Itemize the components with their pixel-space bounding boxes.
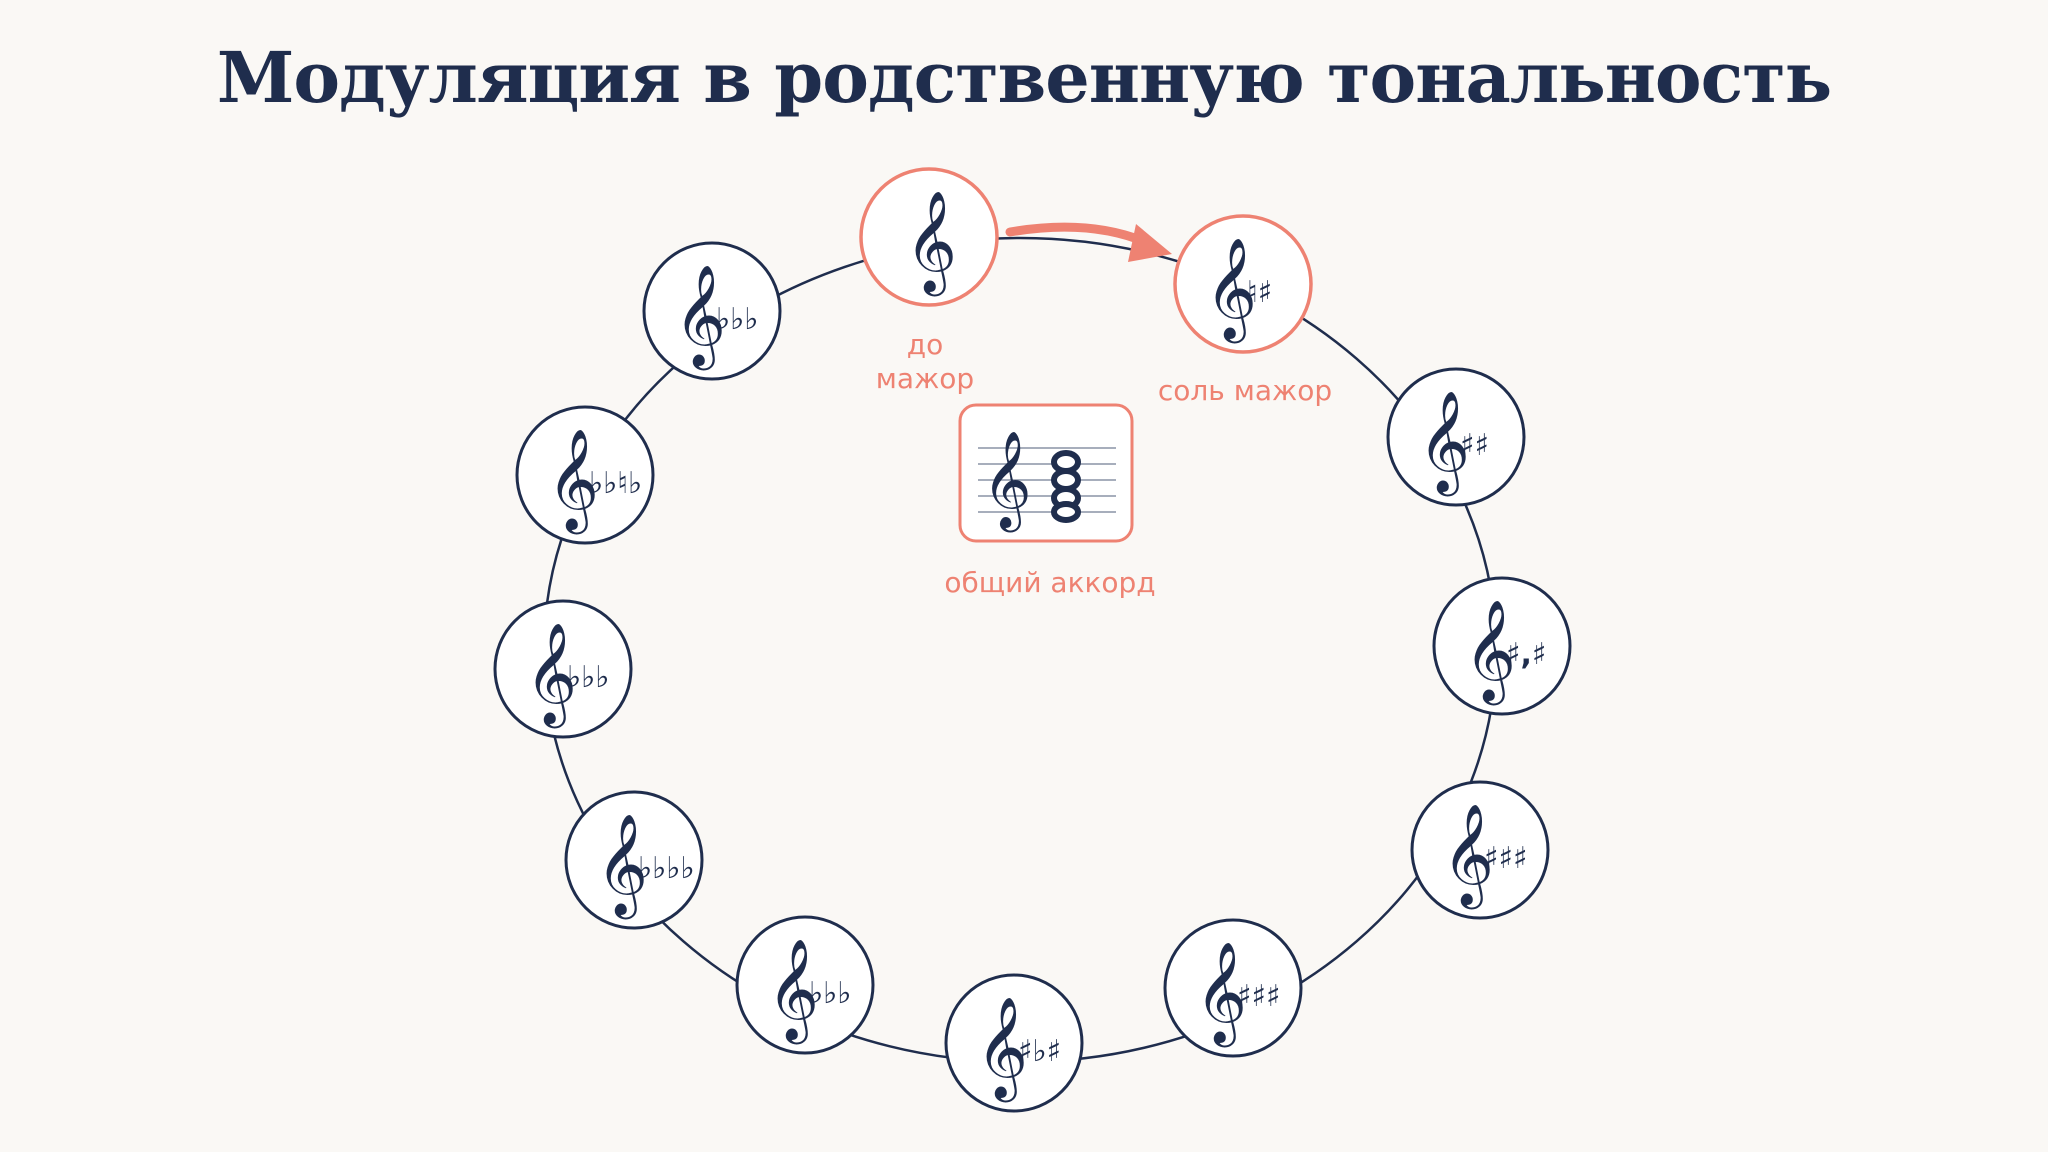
common-chord-label: общий аккорд bbox=[944, 566, 1156, 599]
key-signature-accidentals: ♯♯ bbox=[1460, 428, 1489, 463]
key-circle bbox=[1386, 367, 1526, 507]
treble-clef-icon: 𝄞 bbox=[1464, 598, 1516, 706]
key-signature-accidentals: ♭♭♭ bbox=[567, 660, 609, 695]
staff-lines bbox=[978, 447, 1116, 513]
key-node-key-l4: 𝄞♭♭♭♭ bbox=[564, 790, 704, 930]
common-chord-card: 𝄞 bbox=[958, 403, 1134, 543]
key-signature-accidentals: ♯♭♯ bbox=[1018, 1034, 1061, 1069]
key-node-key-r1: 𝄞♯♯ bbox=[1386, 367, 1526, 507]
key-node-key-bottom: 𝄞♯♭♯ bbox=[944, 973, 1084, 1113]
key-signature-accidentals: ♭♭♭♭ bbox=[638, 851, 695, 886]
treble-clef-icon: 𝄞 bbox=[525, 621, 577, 729]
treble-clef-icon: 𝄞 bbox=[596, 812, 648, 920]
key-circle bbox=[735, 915, 875, 1055]
key-signature-accidentals: ♭♭♭ bbox=[716, 302, 758, 337]
treble-clef-icon: 𝄞 bbox=[982, 430, 1032, 532]
key-circle bbox=[564, 790, 704, 930]
treble-clef-icon: 𝄞 bbox=[767, 937, 819, 1045]
c-major-label-line2: мажор bbox=[875, 362, 975, 395]
key-node-key-l5: 𝄞♭♭♭ bbox=[735, 915, 875, 1055]
key-circle bbox=[515, 405, 655, 545]
key-signature-accidentals: ♮♯ bbox=[1247, 275, 1272, 310]
treble-clef-icon: 𝄞 bbox=[674, 263, 726, 371]
c-major-label-line1: до bbox=[906, 328, 944, 361]
treble-clef-icon: 𝄞 bbox=[976, 995, 1028, 1103]
treble-clef-icon: 𝄞 bbox=[1205, 236, 1257, 344]
key-signature-accidentals: ♯,♯ bbox=[1506, 637, 1546, 672]
key-signature-accidentals: ♭♭♭ bbox=[809, 976, 851, 1011]
treble-clef-icon: 𝄞 bbox=[1442, 802, 1494, 910]
treble-clef-icon: 𝄞 bbox=[547, 427, 599, 535]
treble-clef-icon: 𝄞 bbox=[905, 189, 957, 297]
key-node-g-major: 𝄞♮♯ bbox=[1173, 214, 1313, 354]
modulation-arrow-icon bbox=[1005, 222, 1172, 262]
key-circle bbox=[1163, 918, 1303, 1058]
key-signature-accidentals: ♯♯♯ bbox=[1484, 841, 1528, 876]
page-title: Модуляция в родственную тональность bbox=[216, 36, 1832, 119]
treble-clef-icon: 𝄞 bbox=[1418, 389, 1470, 497]
key-circle bbox=[1410, 780, 1550, 920]
key-circle bbox=[859, 167, 999, 307]
key-node-key-r3: 𝄞♯♯♯ bbox=[1410, 780, 1550, 920]
key-node-key-l3: 𝄞♭♭♭ bbox=[493, 599, 633, 739]
key-circle bbox=[944, 973, 1084, 1113]
key-signature-accidentals: ♭♭♮♭ bbox=[589, 466, 642, 501]
key-signature-accidentals: ♯♯♯ bbox=[1237, 979, 1281, 1014]
c-major-label: до мажор bbox=[820, 328, 1030, 396]
g-major-label: соль мажор bbox=[1157, 374, 1333, 407]
key-node-key-r4: 𝄞♯♯♯ bbox=[1163, 918, 1303, 1058]
key-circle bbox=[493, 599, 633, 739]
key-node-key-r2: 𝄞♯,♯ bbox=[1432, 576, 1572, 716]
key-node-key-l2: 𝄞♭♭♮♭ bbox=[515, 405, 655, 545]
key-circle bbox=[642, 241, 782, 381]
common-chord-icon bbox=[1051, 450, 1081, 523]
key-node-c-major: 𝄞 bbox=[859, 167, 999, 307]
treble-clef-icon: 𝄞 bbox=[1195, 940, 1247, 1048]
key-circle bbox=[1432, 576, 1572, 716]
key-node-key-l1: 𝄞♭♭♭ bbox=[642, 241, 782, 381]
key-circle bbox=[1173, 214, 1313, 354]
